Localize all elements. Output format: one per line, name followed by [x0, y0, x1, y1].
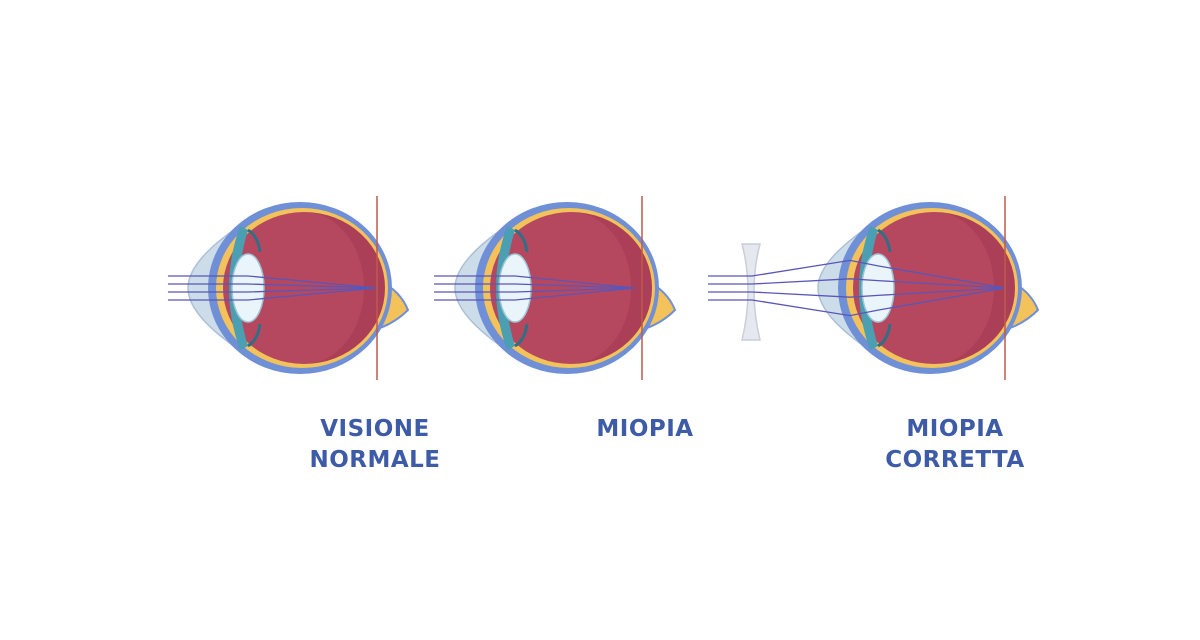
crystalline-lens [498, 253, 532, 323]
ciliary-body-top [247, 228, 262, 253]
eye-myopia [434, 196, 677, 380]
ciliary-body-bottom [247, 323, 262, 348]
vitreous-shading [934, 212, 1015, 364]
vitreous-shading [304, 212, 385, 364]
crystalline-lens [861, 253, 895, 323]
ciliary-body-bottom [877, 323, 892, 348]
ciliary-body-bottom [514, 323, 529, 348]
light-ray [708, 287, 1006, 298]
light-ray [168, 283, 378, 289]
caption-line: MIOPIA [596, 416, 694, 442]
caption-normal-vision: VISIONE NORMALE [275, 414, 475, 476]
light-ray [434, 283, 636, 289]
vitreous-body [223, 212, 385, 364]
caption-corrected-myopia: MIOPIA CORRETTA [855, 414, 1055, 476]
vitreous-shading [571, 212, 652, 364]
ciliary-body-top [514, 228, 529, 253]
caption-line: NORMALE [309, 447, 441, 473]
light-ray [708, 259, 1006, 289]
light-ray [434, 287, 636, 293]
eye-normal-vision [168, 196, 410, 380]
light-ray [168, 287, 378, 293]
vitreous-body [490, 212, 652, 364]
light-ray [434, 275, 636, 289]
light-ray [434, 287, 636, 301]
caption-line: VISIONE [320, 416, 430, 442]
caption-line: CORRETTA [885, 447, 1025, 473]
light-ray [708, 278, 1006, 289]
crystalline-lens [231, 253, 265, 323]
caption-line: MIOPIA [906, 416, 1004, 442]
light-ray [708, 287, 1006, 317]
caption-myopia: MIOPIA [545, 414, 745, 445]
ciliary-body-top [877, 228, 892, 253]
light-ray [168, 287, 378, 301]
vitreous-body [853, 212, 1015, 364]
eye-corrected-myopia [708, 196, 1040, 380]
light-ray [168, 275, 378, 289]
